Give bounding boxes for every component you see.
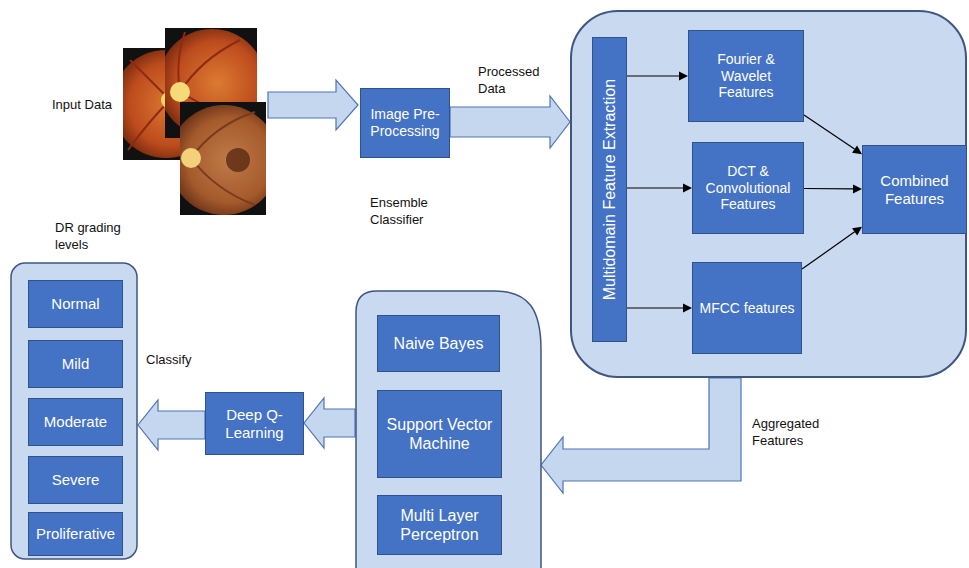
- feature-panel: Multidomain Feature Extraction Fourier & …: [570, 10, 967, 378]
- macula: [226, 148, 250, 172]
- edge-label: Classify: [146, 352, 192, 367]
- grading-panel: DR grading levelsNormalMildModerateSever…: [10, 215, 138, 560]
- box-label: Normal: [51, 295, 99, 313]
- group-heading: DR grading levels: [10, 215, 130, 254]
- ensemble-panel: Ensemble ClassifierNaive BayesSupport Ve…: [355, 190, 545, 568]
- input-arrow: [268, 80, 358, 130]
- box-label: Multidomain Feature Extraction: [600, 79, 619, 300]
- grade-box: Moderate: [28, 398, 123, 446]
- fundus-image: [169, 102, 279, 215]
- feature-box: DCT & Convolutional Features: [692, 142, 804, 234]
- block-arrow: [304, 398, 355, 448]
- combined-box: Combined Features: [862, 145, 967, 234]
- grade-box: Normal: [28, 280, 123, 328]
- arrowhead: [679, 72, 688, 81]
- connector-line: [804, 188, 853, 190]
- box-label: Support Vector Machine: [382, 415, 497, 453]
- connector: [627, 72, 688, 81]
- group-heading: Ensemble Classifier: [355, 190, 450, 229]
- connector-line: [802, 232, 855, 269]
- connector: [802, 227, 862, 269]
- classifier-box: Naive Bayes: [377, 315, 500, 372]
- group-outline-rect: [11, 263, 137, 559]
- connector-line: [804, 115, 855, 149]
- grade-box: Proliferative: [28, 512, 123, 556]
- retina: [180, 105, 266, 215]
- connector: [541, 378, 741, 493]
- extraction-bar: Multidomain Feature Extraction: [592, 37, 627, 342]
- process-box: Deep Q-Learning: [205, 392, 304, 455]
- box-label: Naive Bayes: [394, 334, 484, 353]
- block-arrow: [138, 400, 205, 450]
- connector: [804, 115, 862, 154]
- arrowhead: [852, 145, 862, 154]
- classifier-box: Support Vector Machine: [377, 390, 502, 478]
- optic-disc: [181, 148, 201, 168]
- box-label: DCT & Convolutional Features: [697, 163, 799, 213]
- connector: [138, 400, 205, 450]
- fundus-retina: [180, 105, 266, 215]
- arrowhead: [853, 184, 862, 193]
- box-label: Image Pre-Processing: [365, 106, 445, 140]
- arrowhead: [683, 304, 692, 313]
- connector-line: [627, 187, 683, 188]
- grade-box: Severe: [28, 456, 123, 504]
- box-label: Multi Layer Perceptron: [382, 506, 497, 544]
- classifier-box: Multi Layer Perceptron: [377, 495, 502, 555]
- feature-box: Fourier & Wavelet Features: [688, 30, 804, 122]
- arrowhead: [683, 184, 692, 193]
- block-arrow: [450, 96, 570, 148]
- box-label: MFCC features: [700, 300, 795, 317]
- scroll-outline: [356, 291, 541, 568]
- box-label: Fourier & Wavelet Features: [693, 51, 799, 101]
- box-label: Proliferative: [36, 525, 115, 543]
- connector: [450, 96, 570, 148]
- optic-disc: [170, 82, 190, 102]
- connector: [804, 184, 862, 193]
- grade-box: Mild: [28, 340, 123, 388]
- edge-label-holder: Processed Data: [478, 64, 550, 98]
- feature-box: MFCC features: [692, 262, 802, 354]
- edge-label-holder: Classify: [146, 352, 206, 369]
- free-label-holder: Input Data: [52, 97, 132, 114]
- connector: [627, 184, 692, 193]
- connector: [304, 398, 355, 448]
- arrowhead: [852, 227, 862, 236]
- edge-label: Aggregated Features: [752, 416, 819, 448]
- connector-line: [627, 75, 679, 76]
- box-label: Deep Q-Learning: [210, 406, 299, 442]
- box-label: Combined Features: [867, 172, 962, 208]
- connector: [627, 304, 692, 313]
- connector-line: [627, 307, 683, 308]
- edge-label: Processed Data: [478, 64, 539, 96]
- box-label: Severe: [52, 471, 100, 489]
- free-label: Input Data: [52, 97, 112, 112]
- box-label: Mild: [62, 355, 90, 373]
- process-box: Image Pre-Processing: [360, 88, 450, 158]
- block-arrow: [541, 378, 741, 493]
- box-label: Moderate: [44, 413, 107, 431]
- edge-label-holder: Aggregated Features: [752, 416, 844, 450]
